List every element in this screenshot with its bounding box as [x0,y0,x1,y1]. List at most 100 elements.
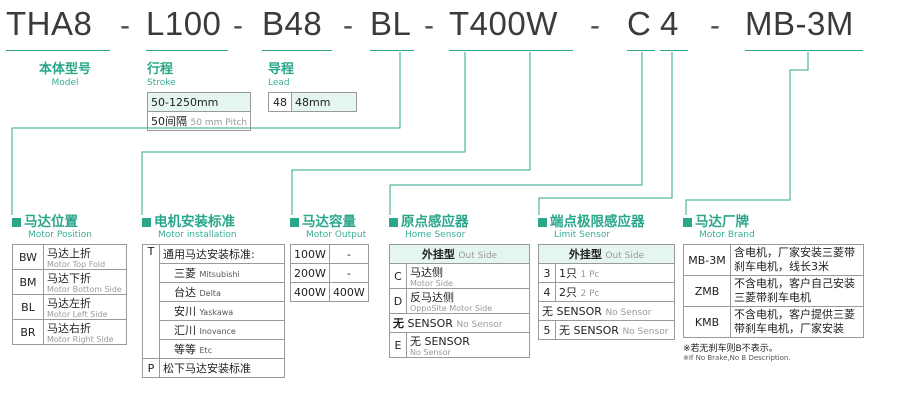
code-dash: - [590,9,600,42]
connector-motor-output [291,52,531,215]
limit-sensor-title: 端点极限感应器 [538,214,675,230]
home-sensor-title: 原点感应器 [389,214,530,230]
motor-output-title: 马达容量 [290,214,369,230]
underline [745,50,863,51]
connector-home-sensor [389,52,643,215]
code-motor-brand: MB-3M [745,5,854,42]
motor-brand-title: 马达厂牌 [683,214,864,230]
motor-brand-note-en: ※If No Brake,No B Description. [683,354,791,362]
code-dash: - [424,9,434,42]
square-bullet-icon [290,218,299,227]
code-home-sensor: C [627,5,652,42]
motor-position-title: 马达位置 [12,214,127,230]
code-motor-position: BL [370,5,412,42]
underline [660,50,688,51]
stroke-section: 行程 Stroke 50-1250mm 50间隔 50 mm Pitch [146,62,252,131]
motor-installation-subtitle: Motor installation [158,230,237,240]
underline [627,50,655,51]
lead-label-zh: 导程 [268,62,295,77]
table-row: 200W- [290,263,369,283]
lead-section: 导程 Lead 48 48mm [268,62,357,112]
table-row: 无 SENSOR No Sensor [538,301,675,321]
stroke-table: 50-1250mm 50间隔 50 mm Pitch [146,92,252,131]
table-row: 外挂型 Out Side [389,244,530,264]
model-label-zh: 本体型号 [38,62,91,77]
underline [370,50,414,51]
code-limit-sensor: 4 [660,5,679,42]
motor-installation-title: 电机安装标准 [142,214,285,230]
code-stroke: L100 [146,5,222,42]
model-label: 本体型号 Model [30,62,100,89]
motor-output-subtitle: Motor Output [306,230,367,240]
motor-position-subtitle: Motor Position [28,230,92,240]
underline [262,50,332,51]
underline [146,50,228,51]
lead-key: 48 [268,92,292,112]
underline [6,50,110,51]
code-dash: - [120,9,130,42]
code-model: THA8 [6,5,93,42]
limit-sensor-subtitle: Limit Sensor [554,230,611,240]
connector-motor-brand [685,52,809,215]
lead-label-en: Lead [268,78,290,88]
code-dash: - [343,9,353,42]
stroke-range: 50-1250mm [146,92,252,112]
stroke-pitch-en: 50 mm Pitch [190,118,248,128]
lead-value: 48mm [291,92,357,112]
stroke-label-en: Stroke [147,78,176,88]
table-row: 安川 Yaskawa [143,301,285,321]
code-dash: - [710,9,720,42]
square-bullet-icon [142,218,151,227]
table-row: 外挂型 Out Side [538,244,675,264]
table-row: 100W- [290,244,369,264]
table-row: 汇川 Inovance [143,320,285,340]
connector-motor-installation [141,52,466,215]
table-row: 等等 Etc [143,339,285,359]
motor-brand-note: ※若无刹车则B不表示。 [683,344,778,354]
code-dash: - [233,9,243,42]
square-bullet-icon [389,218,398,227]
motor-brand-subtitle: Motor Brand [699,230,755,240]
code-lead: B48 [262,5,323,42]
home-sensor-subtitle: Home Sensor [405,230,466,240]
connector-limit-sensor [538,52,673,215]
stroke-pitch: 50间隔 50 mm Pitch [146,111,252,131]
table-row: 无 SENSOR No Sensor [389,313,530,333]
square-bullet-icon [538,218,547,227]
stroke-pitch-zh: 50间隔 [151,115,187,128]
square-bullet-icon [12,218,21,227]
stroke-label-zh: 行程 [147,62,174,77]
lead-table: 48 48mm [268,92,357,112]
underline [449,50,573,51]
code-motor-output: T400W [449,5,558,42]
model-label-en: Model [51,78,79,88]
square-bullet-icon [683,218,692,227]
table-row: 台达 Delta [143,282,285,302]
